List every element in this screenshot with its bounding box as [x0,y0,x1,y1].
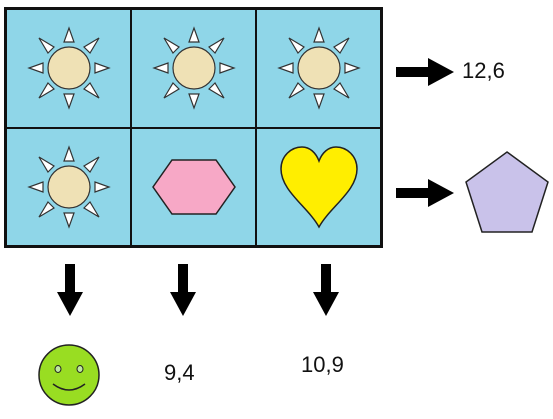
sun-icon [277,27,360,109]
col1-arrow-down-icon [57,264,83,316]
heart-icon [279,145,358,229]
col3-result: 10,9 [301,352,344,377]
smiley-icon [38,344,100,406]
col2-result: 9,4 [164,360,195,385]
col2-arrow-down-icon [170,264,196,316]
cell-r2-c2 [131,127,256,246]
hexagon-icon [151,159,236,215]
cell-r1-c3 [256,9,381,128]
sun-icon [152,27,235,109]
cell-r1-c1 [6,9,131,128]
cell-r1-c2 [131,9,256,128]
row1-arrow-right-icon [396,58,454,86]
cell-r2-c1 [6,127,131,246]
row1-result: 12,6 [462,58,505,83]
sun-icon [27,27,110,109]
col3-arrow-down-icon [313,264,339,316]
cell-r2-c3 [256,127,381,246]
pentagon-icon [465,151,549,233]
sun-icon [27,146,110,228]
row2-arrow-right-icon [396,179,454,207]
puzzle-grid [4,7,383,248]
